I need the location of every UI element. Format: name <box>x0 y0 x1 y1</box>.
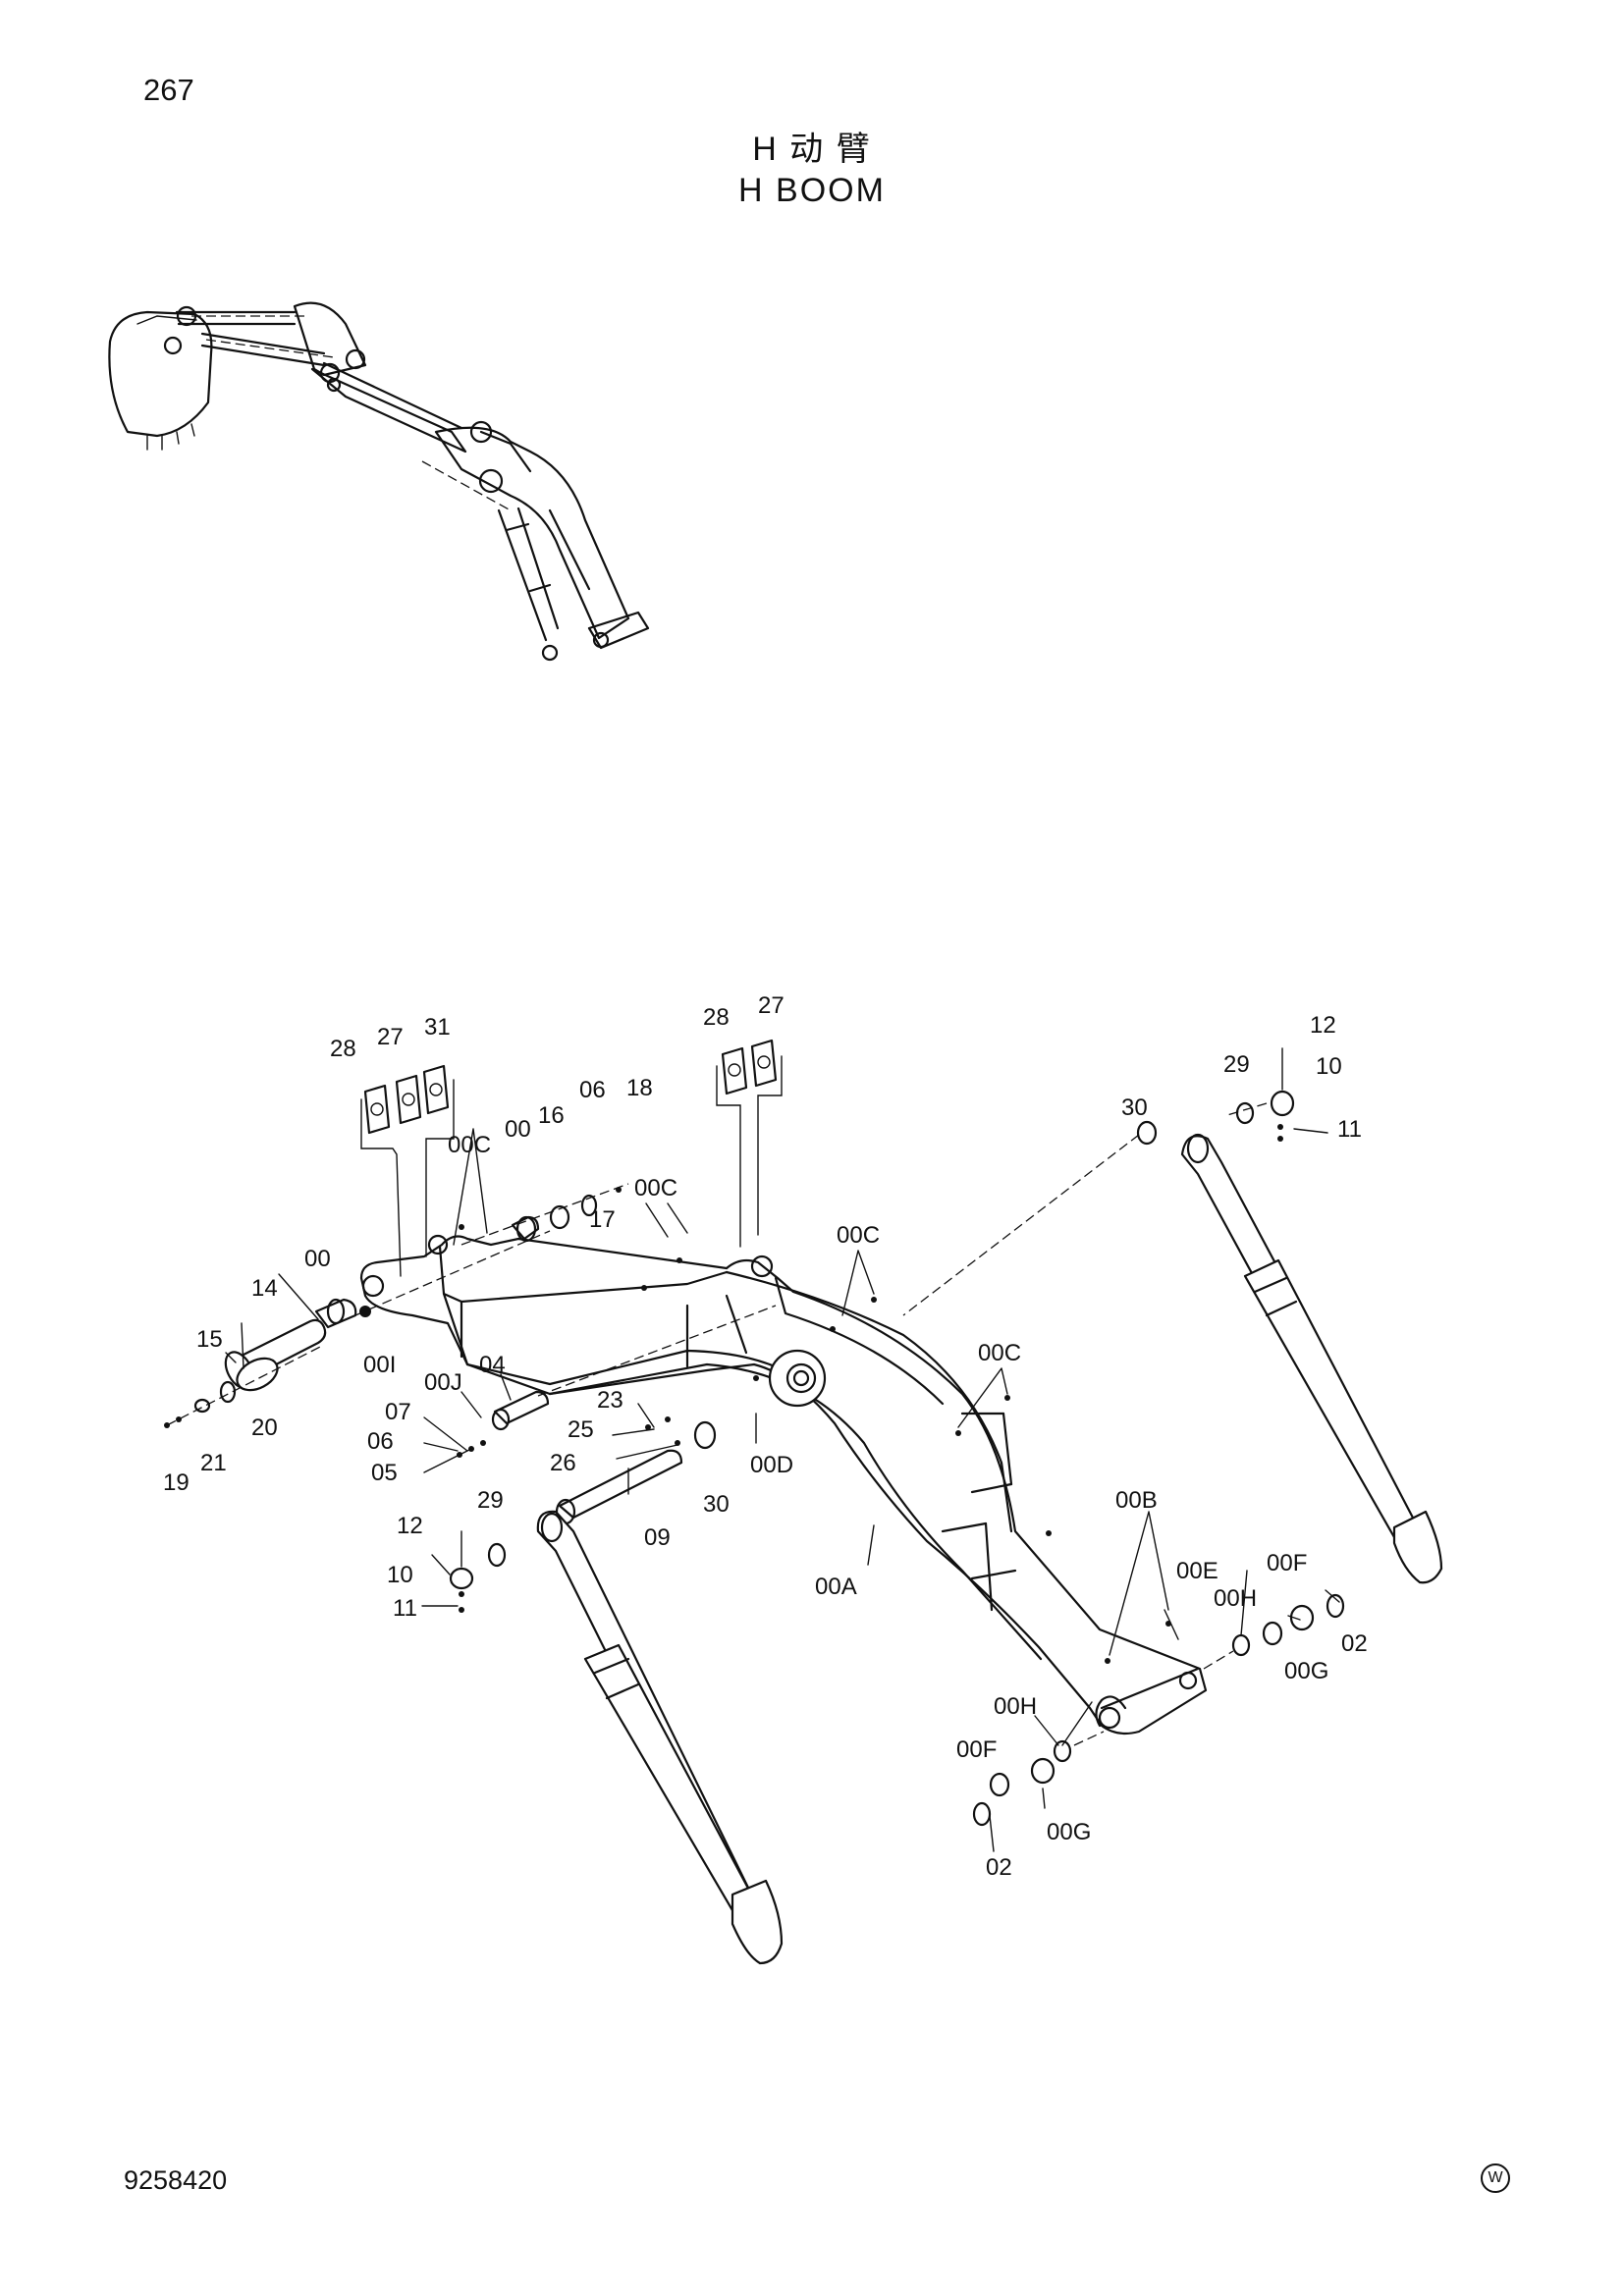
callout-07: 07 <box>385 1399 411 1425</box>
arm-cylinder-pins <box>457 1305 777 1525</box>
callout-labels: 28 27 31 28 27 12 29 10 11 30 00C 00 16 … <box>163 992 1368 1881</box>
foot-end-parts <box>972 1593 1345 1827</box>
callout-27: 27 <box>377 1024 404 1050</box>
copyright-mark: W <box>1481 2163 1510 2193</box>
title-english: H BOOM <box>738 172 886 209</box>
shim-plates-left <box>360 1064 455 1277</box>
callout-12: 12 <box>1310 1012 1336 1039</box>
callout-25: 25 <box>568 1416 594 1443</box>
callout-00C: 00C <box>978 1340 1021 1366</box>
callout-00G: 00G <box>1284 1658 1328 1684</box>
callout-02: 02 <box>986 1854 1012 1881</box>
callout-00G: 00G <box>1047 1819 1091 1845</box>
callout-00: 00 <box>505 1116 531 1143</box>
callout-02: 02 <box>1341 1630 1368 1657</box>
callout-00C: 00C <box>634 1175 677 1201</box>
callout-11: 11 <box>1337 1116 1362 1143</box>
callout-12: 12 <box>397 1513 423 1539</box>
callout-31: 31 <box>424 1014 451 1041</box>
callout-17: 17 <box>589 1206 616 1233</box>
callout-06: 06 <box>367 1428 394 1455</box>
callout-10: 10 <box>387 1562 413 1588</box>
callout-15: 15 <box>196 1326 223 1353</box>
callout-00H: 00H <box>1214 1585 1257 1612</box>
foot-pin-parts <box>164 1183 629 1428</box>
callout-00C: 00C <box>448 1132 491 1158</box>
callout-04: 04 <box>479 1352 506 1378</box>
callout-09: 09 <box>644 1524 671 1551</box>
boom-exploded-view <box>164 1039 1443 1965</box>
callout-28: 28 <box>703 1004 730 1031</box>
callout-14: 14 <box>251 1275 278 1302</box>
boom-body <box>359 1235 1208 1735</box>
callout-05: 05 <box>371 1460 398 1486</box>
callout-00I: 00I <box>363 1352 396 1378</box>
callout-30: 30 <box>1121 1095 1148 1121</box>
page-number: 267 <box>143 73 194 107</box>
callout-00C: 00C <box>837 1222 880 1249</box>
callout-29: 29 <box>1223 1051 1250 1078</box>
callout-23: 23 <box>597 1387 623 1414</box>
leader-lines <box>225 1128 1340 1852</box>
callout-19: 19 <box>163 1469 189 1496</box>
callout-00B: 00B <box>1115 1487 1158 1514</box>
callout-11: 11 <box>393 1595 417 1622</box>
callout-00D: 00D <box>750 1452 793 1478</box>
callout-10: 10 <box>1316 1053 1342 1080</box>
callout-06: 06 <box>579 1077 606 1103</box>
callout-20: 20 <box>251 1415 278 1441</box>
callout-21: 21 <box>200 1450 227 1476</box>
overview-illustration <box>108 301 650 662</box>
callout-28: 28 <box>330 1036 356 1062</box>
title-chinese: H 动 臂 <box>752 131 872 168</box>
boom-cylinder-right <box>902 1047 1443 1584</box>
callout-29: 29 <box>477 1487 504 1514</box>
boom-cylinder-left <box>449 1510 784 1965</box>
callout-16: 16 <box>538 1102 565 1129</box>
callout-00J: 00J <box>424 1369 462 1396</box>
callout-00F: 00F <box>956 1736 997 1763</box>
callout-18: 18 <box>626 1075 653 1101</box>
callout-00E: 00E <box>1176 1558 1218 1584</box>
callout-30: 30 <box>703 1491 730 1518</box>
document-number: 9258420 <box>124 2165 228 2195</box>
callout-26: 26 <box>550 1450 576 1476</box>
callout-00F: 00F <box>1267 1550 1307 1576</box>
callout-00H: 00H <box>994 1693 1037 1720</box>
callout-00: 00 <box>304 1246 331 1272</box>
callout-27: 27 <box>758 992 785 1019</box>
shim-plates-right <box>716 1039 783 1248</box>
callout-00A: 00A <box>815 1574 857 1600</box>
